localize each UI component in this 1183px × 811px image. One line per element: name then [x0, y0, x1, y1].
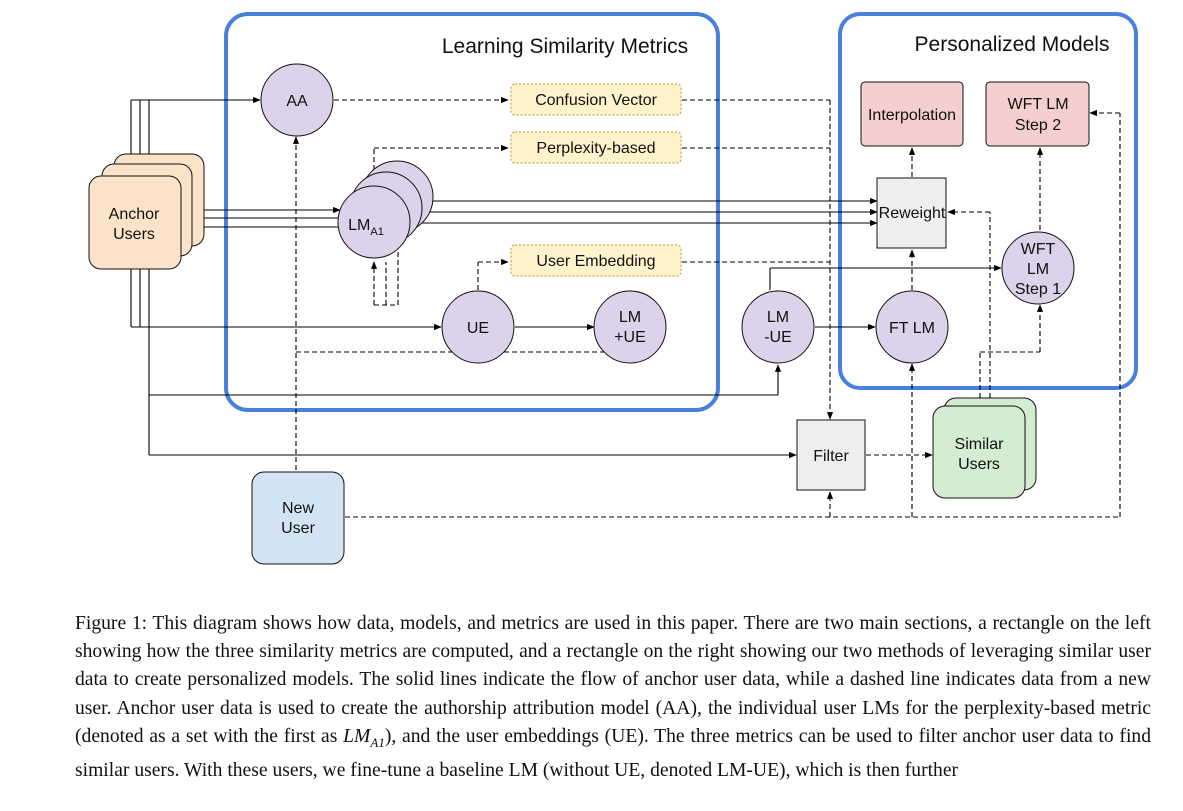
similarity-metrics-title: Learning Similarity Metrics: [442, 35, 688, 58]
ft-lm-node: FT LM: [875, 290, 949, 364]
wft-lm-step1-node: WFT LM Step 1: [1001, 231, 1075, 305]
reweight-node: Reweight: [876, 177, 947, 249]
perplexity-based-metric: Perplexity-based: [510, 131, 682, 164]
lm-minus-ue-node: LM -UE: [741, 290, 815, 364]
figure-caption: Figure 1: This diagram shows how data, m…: [75, 610, 1151, 785]
new-user-label-2: User: [281, 520, 315, 537]
ue-node: UE: [441, 290, 515, 364]
anchor-users-label-2: Users: [113, 226, 155, 243]
lm-plus-ue-label-1: LM: [619, 309, 641, 326]
lm-plus-ue-node: LM +UE: [593, 290, 667, 364]
filter-label: Filter: [813, 448, 849, 465]
lm-a1-label: LM: [348, 217, 370, 234]
caption-math-subscript: A1: [370, 734, 385, 750]
interpolation-node: Interpolation: [860, 81, 964, 147]
new-user-node: New User: [251, 471, 345, 565]
anchor-data-flows: [130, 96, 1002, 459]
lm-minus-ue-label-1: LM: [767, 309, 789, 326]
anchor-users-node: Anchor Users: [88, 153, 205, 270]
wft-step1-label-2: LM: [1027, 261, 1049, 278]
caption-math: LM: [343, 725, 371, 747]
caption-text-1: Figure 1: This diagram shows how data, m…: [75, 613, 1151, 747]
user-embedding-label: User Embedding: [536, 253, 655, 270]
confusion-vector-label: Confusion Vector: [535, 92, 658, 109]
wft-step1-label-3: Step 1: [1015, 281, 1061, 298]
wft-step1-label-1: WFT: [1021, 241, 1056, 258]
lm-minus-ue-label-2: -UE: [764, 329, 792, 346]
wft-lm-step2-node: WFT LM Step 2: [985, 81, 1090, 147]
new-user-label-1: New: [282, 500, 314, 517]
lm-a1-subscript: A1: [370, 226, 383, 238]
personalized-models-title: Personalized Models: [915, 33, 1110, 56]
wft-step2-label-1: WFT LM: [1007, 96, 1068, 113]
wft-step2-label-2: Step 2: [1015, 117, 1061, 134]
lm-plus-ue-label-2: +UE: [614, 329, 646, 346]
confusion-vector-metric: Confusion Vector: [510, 83, 682, 116]
reweight-label: Reweight: [879, 205, 946, 222]
similar-users-label-1: Similar: [955, 436, 1005, 453]
interpolation-label: Interpolation: [868, 107, 956, 124]
svg-text:LMA1: LMA1: [348, 217, 384, 238]
filter-node: Filter: [796, 419, 866, 491]
lm-a1-node: LMA1: [337, 160, 434, 259]
perplexity-based-label: Perplexity-based: [536, 140, 655, 157]
aa-node: AA: [260, 63, 334, 137]
ft-lm-label: FT LM: [889, 320, 935, 337]
anchor-users-label-1: Anchor: [109, 206, 160, 223]
similar-users-node: Similar Users: [932, 397, 1037, 499]
ue-label: UE: [467, 320, 489, 337]
new-user-data-flows: [292, 96, 1121, 518]
user-embedding-metric: User Embedding: [510, 244, 682, 277]
similar-users-label-2: Users: [958, 456, 1000, 473]
aa-label: AA: [286, 93, 308, 110]
method-diagram: Learning Similarity Metrics Personalized…: [88, 12, 1138, 565]
caption-text-2: ), and the user embeddings (UE). The thr…: [75, 725, 1151, 781]
